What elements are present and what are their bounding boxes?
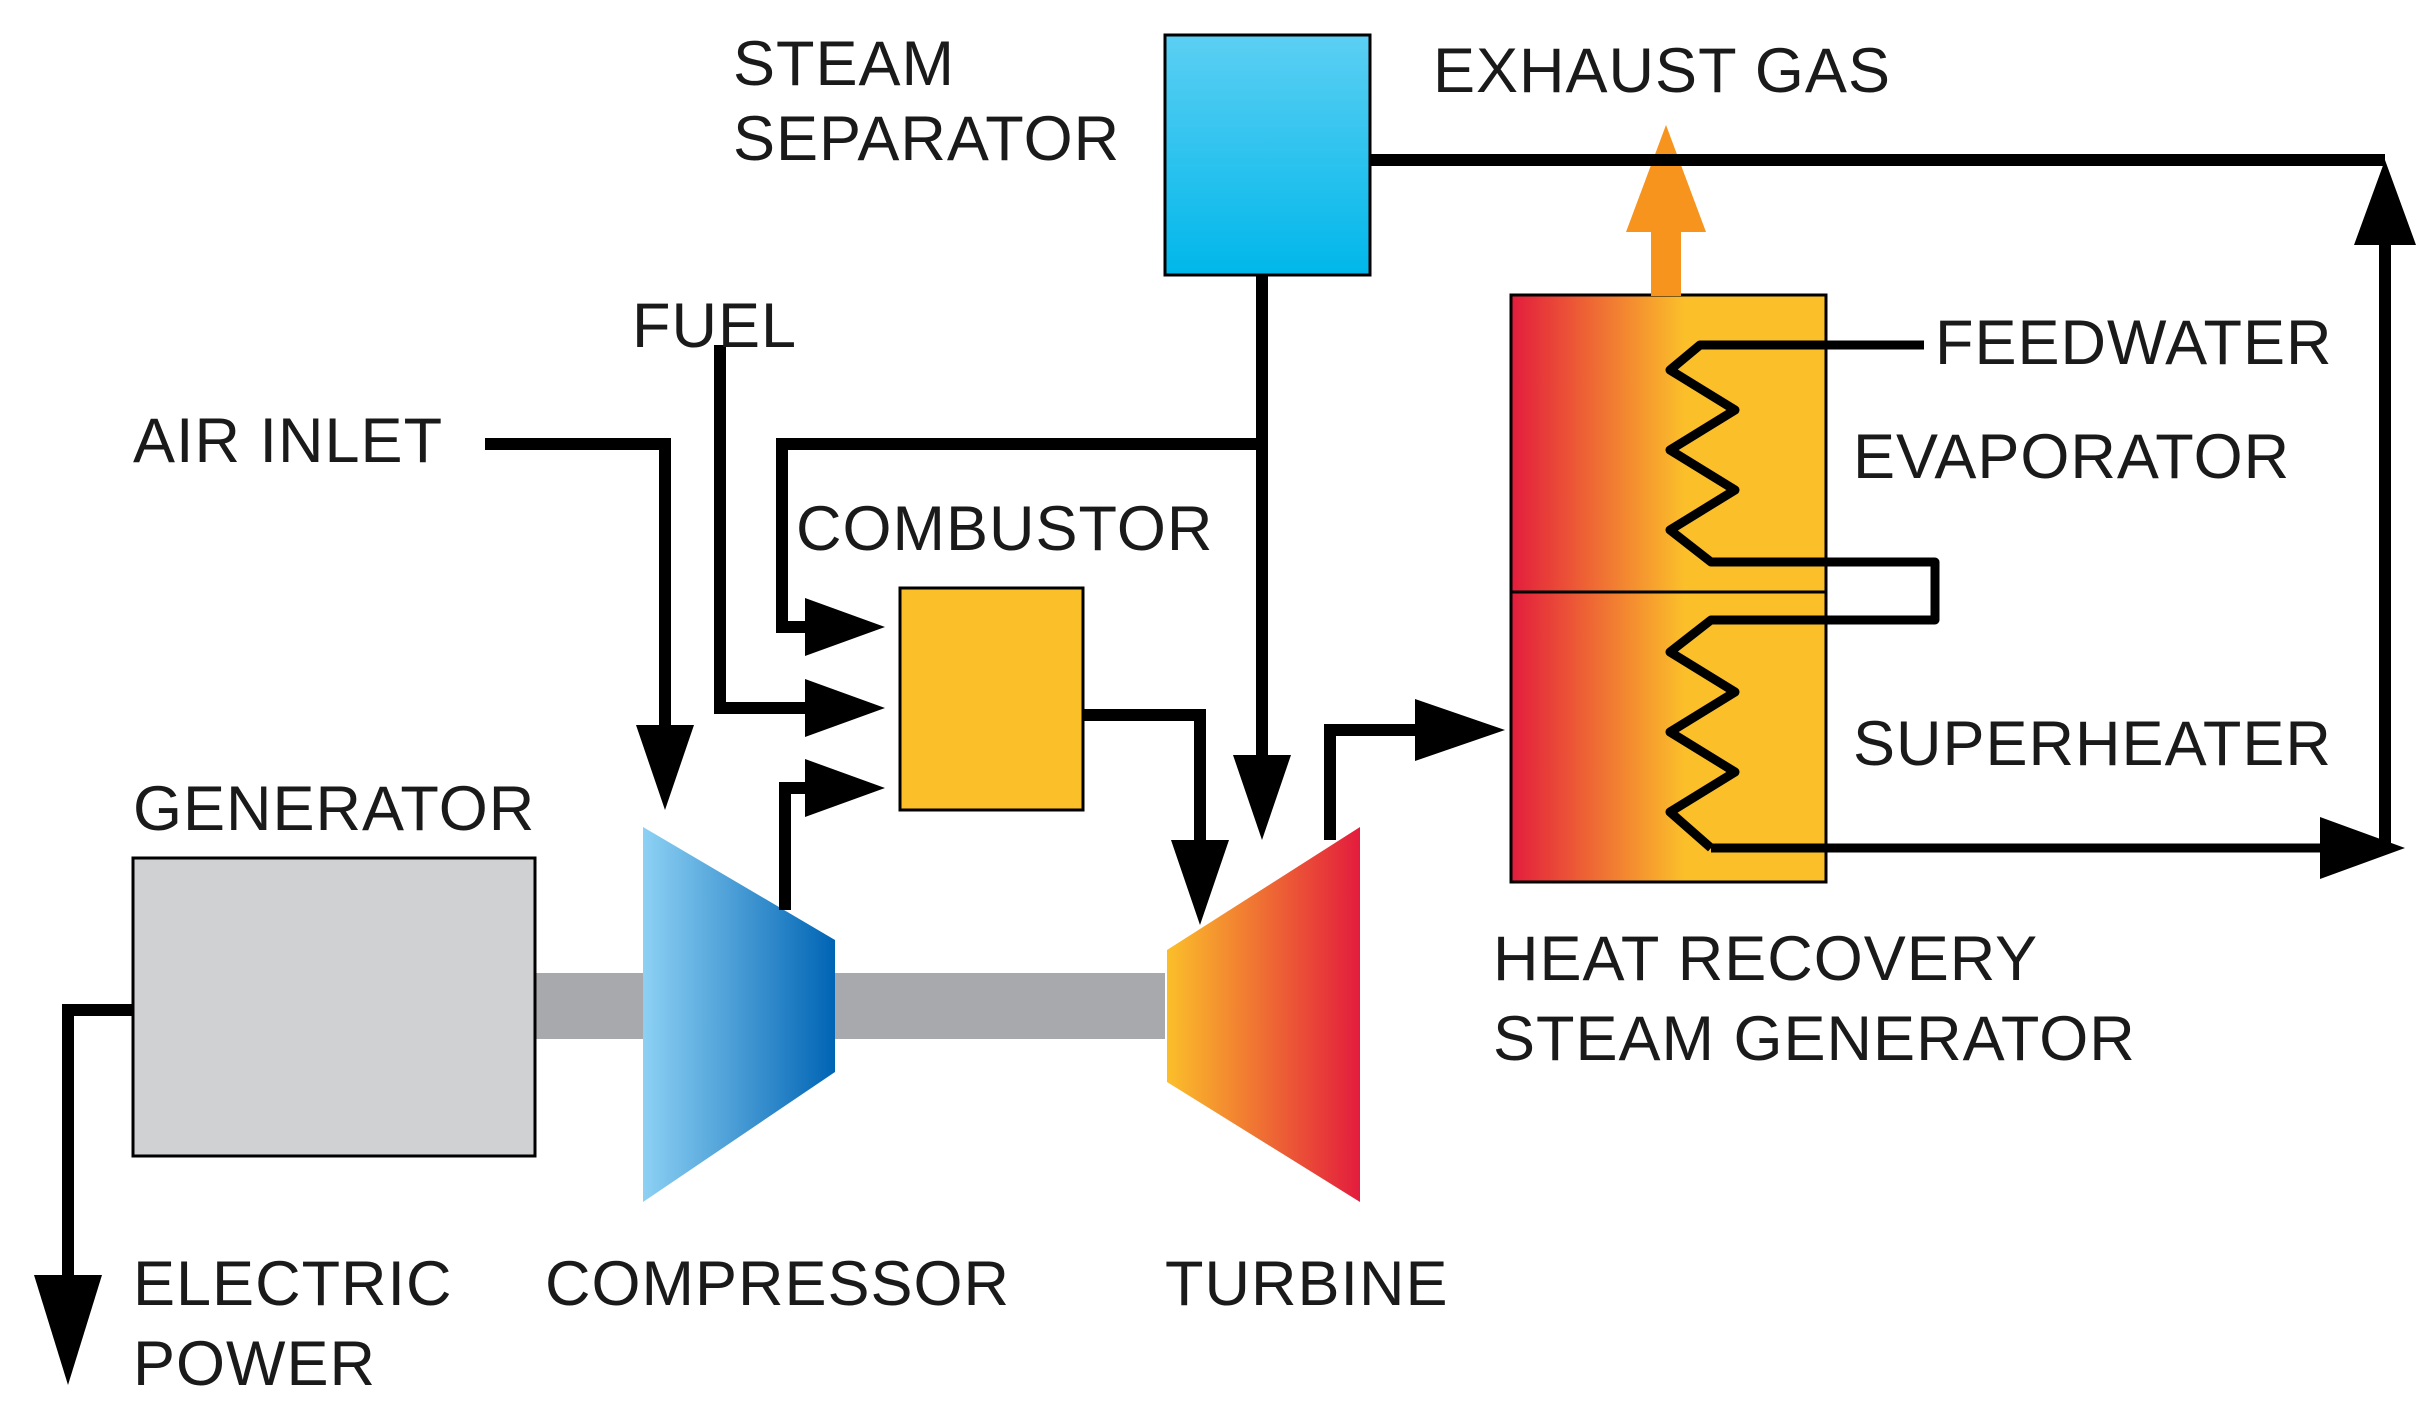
electric-power-line — [62, 1004, 133, 1280]
steam-injection-line — [776, 438, 1262, 633]
evaporator-section — [1509, 293, 1828, 594]
label-fuel: FUEL — [632, 291, 797, 361]
label-electric-2: POWER — [133, 1329, 376, 1399]
superheater-section — [1509, 590, 1828, 884]
label-compressor: COMPRESSOR — [545, 1249, 1010, 1319]
arrowhead-air-inlet — [636, 725, 694, 810]
label-evaporator: EVAPORATOR — [1853, 422, 2290, 492]
label-feedwater: FEEDWATER — [1935, 308, 2333, 378]
generator-box — [131, 856, 537, 1158]
label-electric-1: ELECTRIC — [133, 1249, 453, 1319]
turbine-exhaust-line — [1324, 724, 1420, 840]
label-hrsg-2: STEAM GENERATOR — [1493, 1004, 2136, 1074]
arrowhead-fuel — [805, 679, 885, 737]
arrowhead-steam-injection — [805, 598, 885, 656]
turbine — [1167, 827, 1360, 1202]
shaft-generator-compressor — [535, 973, 645, 1039]
air-inlet-line — [485, 438, 671, 730]
arrowhead-hot-gas — [1171, 840, 1229, 925]
arrowhead-compressed-air — [805, 759, 885, 817]
compressor — [643, 827, 835, 1202]
arrowhead-steam-turbine — [1233, 755, 1291, 840]
arrowhead-turbine-exhaust — [1415, 699, 1505, 761]
label-steam-separator-1: STEAM — [733, 29, 955, 99]
exhaust-gas-arrow — [1626, 125, 1706, 296]
steam-separator-box — [1163, 33, 1372, 277]
feedwater-line — [1665, 340, 1940, 852]
fuel-line — [714, 345, 810, 714]
label-hrsg-1: HEAT RECOVERY — [1493, 924, 2038, 994]
label-generator: GENERATOR — [133, 774, 535, 844]
combustor-box — [898, 586, 1085, 812]
arrowhead-superheater-outlet — [2320, 817, 2405, 879]
label-exhaust-gas: EXHAUST GAS — [1433, 36, 1891, 106]
label-air-inlet: AIR INLET — [133, 406, 443, 476]
label-turbine: TURBINE — [1165, 1249, 1449, 1319]
label-superheater: SUPERHEATER — [1853, 709, 2332, 779]
arrowhead-riser — [2354, 160, 2416, 245]
combustor-outlet-line — [1083, 709, 1206, 845]
label-combustor: COMBUSTOR — [796, 494, 1213, 564]
compressor-outlet-line — [779, 782, 810, 910]
label-steam-separator-2: SEPARATOR — [733, 104, 1120, 174]
arrowhead-electric-power — [34, 1275, 102, 1385]
shaft-compressor-turbine — [830, 973, 1165, 1039]
